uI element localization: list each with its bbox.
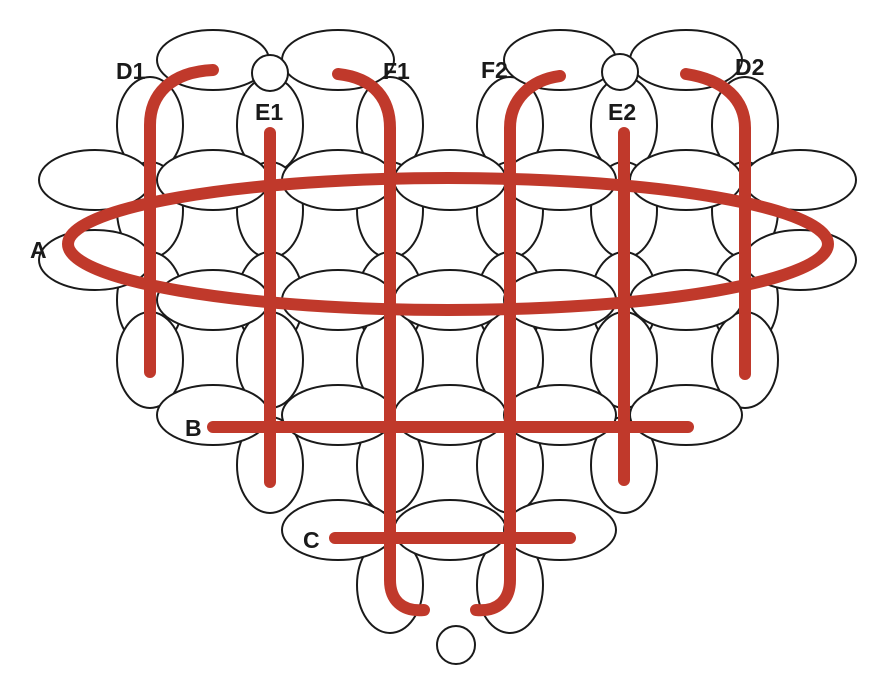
label-e2: E2 [608,99,636,125]
label-f1: F1 [383,58,410,84]
bead [393,269,507,331]
bead [503,384,617,446]
thread-path-f2 [470,70,566,617]
label-d2: D2 [735,54,764,80]
small-bead [601,53,639,91]
bead [281,384,395,446]
label-d1: D1 [116,58,146,84]
thread-paths [62,64,834,617]
bead [503,499,617,561]
bead [629,29,743,91]
label-c: C [303,527,320,553]
bead [281,29,395,91]
thread-path-d1 [144,64,219,378]
label-b: B [185,415,202,441]
thread-path-d2 [680,68,751,380]
label-e1: E1 [255,99,283,125]
small-bead [251,54,289,92]
bead-grid [38,29,857,665]
bead [629,384,743,446]
bead [393,499,507,561]
label-f2: F2 [481,57,508,83]
label-a: A [30,237,47,263]
thread-path-a [62,172,834,316]
bead [281,499,395,561]
bead [156,384,270,446]
bead [393,384,507,446]
small-bead [436,625,476,665]
labels: A B C D1 D2 E1 E2 F1 F2 [30,54,764,553]
thread-path-f1 [332,68,430,617]
